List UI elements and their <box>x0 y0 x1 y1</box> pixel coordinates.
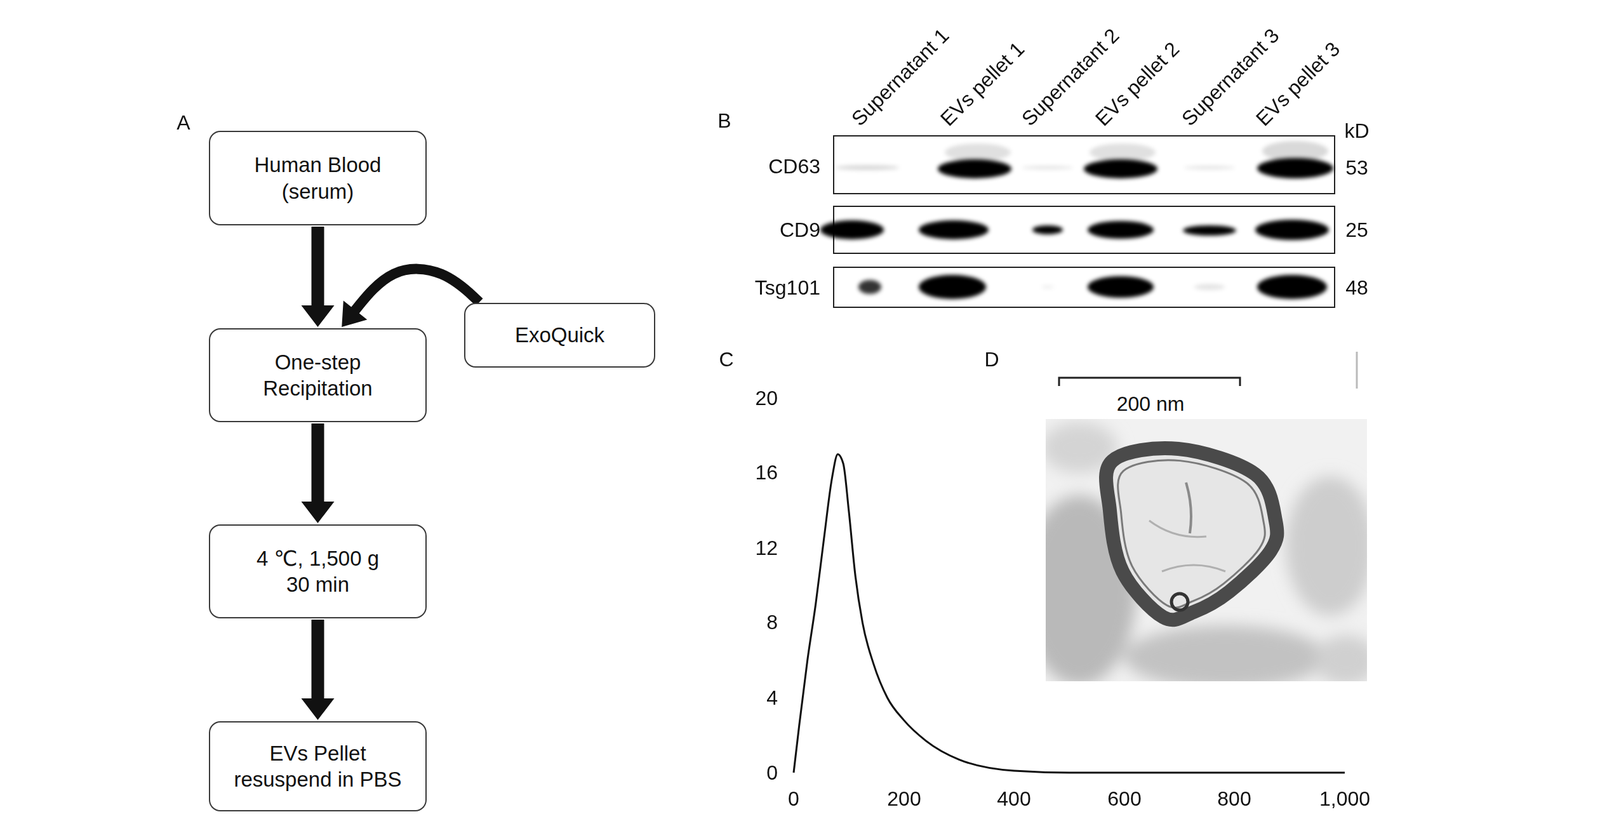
axis-tick: 800 <box>1217 787 1251 811</box>
scale-label: 200 nm <box>1114 392 1188 416</box>
box-text: ExoQuick <box>514 321 605 348</box>
panel-letter: B <box>717 109 731 133</box>
blot-band <box>1194 283 1225 291</box>
blot-strip <box>833 135 1335 194</box>
blot-band <box>1041 285 1054 289</box>
unit-label: kD <box>1344 119 1369 143</box>
blot-band <box>1022 165 1074 170</box>
blot-band <box>937 159 1012 179</box>
blot-strip <box>833 267 1335 308</box>
process-box: One-step Recipitation <box>208 328 427 423</box>
blot-band <box>835 165 900 171</box>
lane-label: EVs pellet 1 <box>935 37 1030 131</box>
tem-stain <box>1123 625 1327 682</box>
tem-texture <box>1045 422 1367 682</box>
blot-band <box>858 280 882 294</box>
vesicle <box>1106 448 1277 620</box>
blot-band <box>1184 165 1235 170</box>
vesicle-membrane <box>1118 460 1266 608</box>
blot-band <box>1182 225 1237 236</box>
blot-band <box>1257 158 1334 179</box>
panel-letter: D <box>984 347 999 372</box>
scale-bar <box>1059 377 1240 387</box>
axis-tick: 1,000 <box>1319 787 1371 811</box>
axis-tick: 12 <box>754 536 778 560</box>
flow-arrow <box>301 226 335 327</box>
arrow-shaft <box>311 226 325 309</box>
box-text: 4 ℃, 1,500 g 30 min <box>248 545 388 599</box>
panel-letter: A <box>176 111 190 135</box>
axis-tick: 0 <box>787 787 800 811</box>
mw-label: 48 <box>1345 276 1369 300</box>
blot-band <box>918 220 989 240</box>
arrow-head <box>341 300 367 327</box>
edge-mark <box>1356 351 1359 389</box>
tem-stain <box>1285 476 1367 616</box>
blot-band <box>918 274 987 300</box>
blot-band <box>1257 274 1327 300</box>
box-text: One-step Recipitation <box>248 349 388 402</box>
blot-band <box>1089 143 1156 162</box>
panel-letter: C <box>718 347 734 372</box>
vesicle-texture <box>1186 482 1192 534</box>
flow-arrow <box>301 619 335 720</box>
protein-label: CD9 <box>779 218 821 242</box>
axis-tick: 20 <box>754 386 778 411</box>
axis-tick: 16 <box>754 460 778 485</box>
process-box: 4 ℃, 1,500 g 30 min <box>208 524 427 619</box>
axis-tick: 0 <box>766 761 778 785</box>
arrow-head <box>301 305 335 327</box>
arrow-shaft <box>353 269 480 314</box>
tem-stain <box>1314 634 1367 682</box>
mw-label: 25 <box>1345 218 1369 242</box>
protein-label: CD63 <box>768 154 821 179</box>
vesicle-knot <box>1171 593 1188 611</box>
arrow-shaft <box>311 619 325 702</box>
arrow-shaft <box>311 423 325 505</box>
tem-image <box>1045 419 1367 682</box>
blot-bands <box>820 140 1334 300</box>
result-box: EVs Pellet resuspend in PBS <box>208 721 427 812</box>
blot-band <box>1087 220 1154 239</box>
axis-tick: 8 <box>766 610 778 635</box>
axis-tick: 200 <box>886 787 921 811</box>
blot-strip <box>833 206 1335 254</box>
blot-band <box>1083 159 1158 179</box>
blot-band <box>820 220 884 240</box>
blot-band <box>944 143 1011 162</box>
vesicle-texture <box>1149 520 1226 572</box>
axis-tick: 600 <box>1107 787 1141 811</box>
western-blot <box>820 135 1335 308</box>
blot-band <box>1032 225 1063 235</box>
box-text: EVs Pellet resuspend in PBS <box>229 740 407 794</box>
process-box: Human Blood (serum) <box>208 130 427 226</box>
axis-tick: 400 <box>996 787 1031 811</box>
reagent-box: ExoQuick <box>464 302 656 368</box>
flow-arrow <box>301 423 335 524</box>
blot-band <box>1255 219 1329 240</box>
box-text: Human Blood (serum) <box>248 151 388 205</box>
blot-band <box>1087 276 1154 298</box>
axis-tick: 4 <box>766 686 778 710</box>
flow-arrow <box>341 269 480 327</box>
mw-label: 53 <box>1345 156 1369 180</box>
protein-label: Tsg101 <box>754 276 821 300</box>
arrow-head <box>301 501 335 524</box>
arrow-head <box>301 698 335 720</box>
